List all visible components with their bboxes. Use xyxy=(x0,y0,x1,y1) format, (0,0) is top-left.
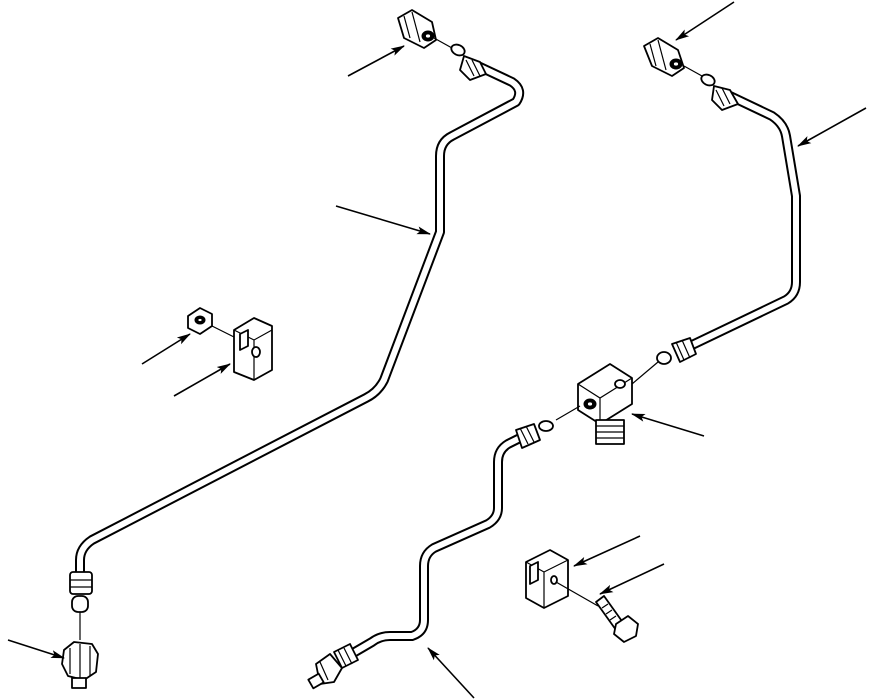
left-top-nut xyxy=(397,9,437,49)
left-tube-outline xyxy=(75,61,525,577)
bolt-centerline xyxy=(555,581,599,607)
tee-fitting xyxy=(577,363,633,445)
leader-clamp-block xyxy=(173,363,231,397)
left-bottom-nut xyxy=(61,641,99,689)
tee-lower-centerline xyxy=(555,405,581,421)
leader-left-bottom-nut xyxy=(7,639,65,659)
left-tube-bottom-ferrule xyxy=(71,595,89,613)
right-upper-tube-assembly xyxy=(643,37,801,365)
leader-lower-clamp-block xyxy=(573,535,641,567)
left-tube-top-sleeve xyxy=(459,55,487,81)
clamp-bolt xyxy=(595,595,639,643)
tee-upper-centerline xyxy=(631,361,659,385)
left-tube-core xyxy=(77,63,523,575)
left-tube-assembly xyxy=(61,9,525,689)
right-lower-tube-core xyxy=(345,435,523,659)
right-upper-tube-core xyxy=(687,93,799,349)
right-top-nut xyxy=(643,37,685,77)
clamp-nut xyxy=(187,307,213,335)
leader-clamp-nut xyxy=(141,333,191,365)
right-top-centerline xyxy=(683,65,703,77)
leader-right-top-nut xyxy=(675,1,735,41)
leader-clamp-bolt xyxy=(599,563,665,595)
left-tube-top-ferrule xyxy=(450,43,466,57)
leader-left-top-nut xyxy=(347,45,405,77)
right-lower-bottom-fitting xyxy=(307,653,343,690)
right-upper-top-ferrule xyxy=(700,73,716,87)
right-lower-tube-assembly xyxy=(307,420,554,690)
leader-left-tube xyxy=(335,205,431,235)
right-lower-bottom-sleeve xyxy=(333,643,359,669)
callout-leaders xyxy=(7,1,867,699)
right-upper-bottom-sleeve xyxy=(671,337,697,363)
leader-tee-fitting xyxy=(631,413,705,437)
left-top-centerline xyxy=(433,37,453,49)
right-lower-top-ferrule xyxy=(538,420,554,432)
right-upper-top-sleeve xyxy=(711,85,739,111)
leader-right-upper-tube xyxy=(797,107,867,147)
right-lower-top-sleeve xyxy=(515,423,541,449)
tube-clamp-block xyxy=(233,317,273,381)
right-upper-bottom-ferrule xyxy=(656,351,672,365)
leader-right-lower-tube xyxy=(427,647,475,699)
left-tube-bottom-sleeve xyxy=(69,571,93,595)
lower-clamp-block xyxy=(525,549,569,609)
right-upper-tube-outline xyxy=(685,91,801,351)
